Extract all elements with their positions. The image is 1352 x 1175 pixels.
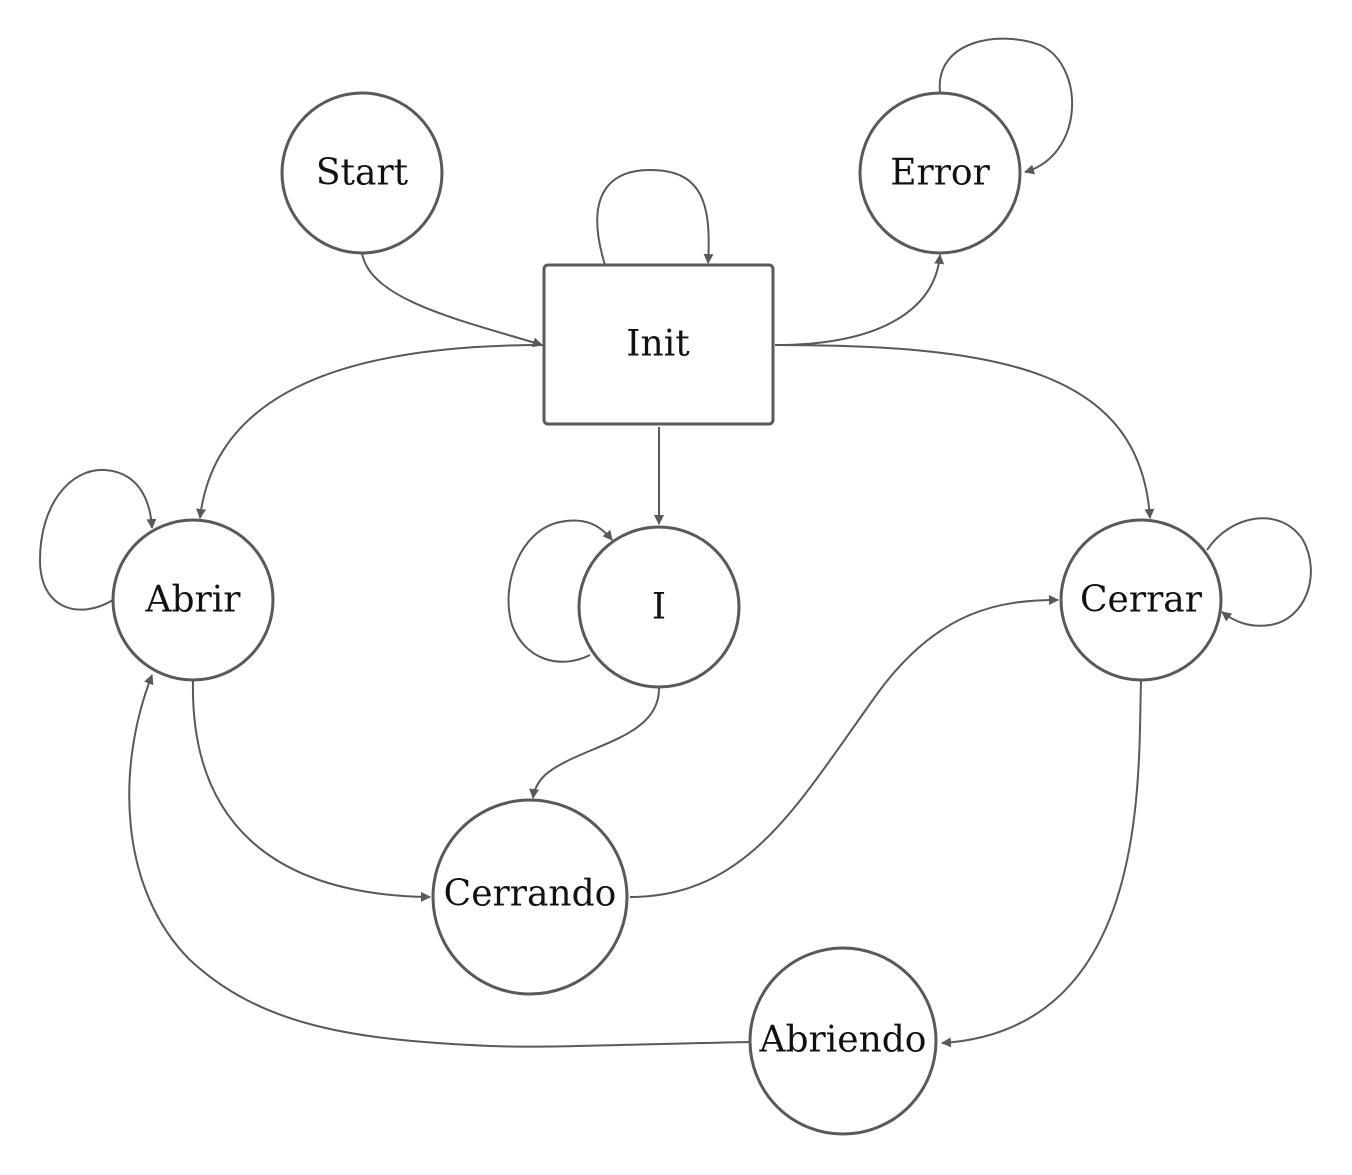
edges — [38, 37, 1312, 1048]
edge-init-to-error — [774, 254, 945, 346]
node-cerrando-circle — [431, 798, 629, 996]
node-cerrar[interactable]: Cerrar — [1059, 518, 1223, 682]
node-start[interactable]: Start — [280, 91, 444, 255]
node-abrir[interactable]: Abrir — [111, 518, 275, 682]
edge-i-to-cerrando — [529, 687, 661, 799]
node-error-circle — [858, 91, 1022, 255]
node-start-circle — [280, 91, 444, 255]
node-init-box — [542, 263, 775, 426]
edge-i-self-loop — [507, 519, 613, 663]
node-error-label: Error — [890, 153, 990, 194]
edge-error-self-loop — [938, 37, 1074, 175]
node-cerrar-circle — [1059, 518, 1223, 682]
node-init-label: Init — [626, 324, 690, 365]
edge-init-to-cerrar — [774, 344, 1155, 519]
node-start-label: Start — [316, 153, 409, 194]
node-init[interactable]: Init — [542, 263, 775, 426]
edge-abrir-to-cerrando — [191, 679, 431, 902]
edge-init-to-abrir — [196, 344, 544, 519]
node-error[interactable]: Error — [858, 91, 1022, 255]
node-i[interactable]: I — [577, 525, 741, 689]
node-cerrando[interactable]: Cerrando — [431, 798, 629, 996]
edge-cerrar-self-loop — [1206, 517, 1312, 627]
edge-cerrando-to-cerrar — [629, 595, 1059, 898]
edge-abrir-self-loop — [38, 468, 157, 611]
edge-init-self-loop — [596, 168, 714, 266]
node-abrir-label: Abrir — [145, 580, 242, 621]
node-abriendo-circle — [748, 946, 938, 1136]
node-i-label: I — [652, 587, 666, 628]
node-abriendo[interactable]: Abriendo — [748, 946, 938, 1136]
node-abriendo-label: Abriendo — [759, 1020, 927, 1061]
node-cerrar-label: Cerrar — [1080, 580, 1203, 621]
edge-cerrar-to-abriendo — [941, 680, 1142, 1048]
node-i-circle — [577, 525, 741, 689]
node-abrir-circle — [111, 518, 275, 682]
node-cerrando-label: Cerrando — [444, 874, 617, 915]
edge-start-to-init — [361, 252, 543, 348]
edge-abriendo-to-abrir — [128, 674, 751, 1048]
